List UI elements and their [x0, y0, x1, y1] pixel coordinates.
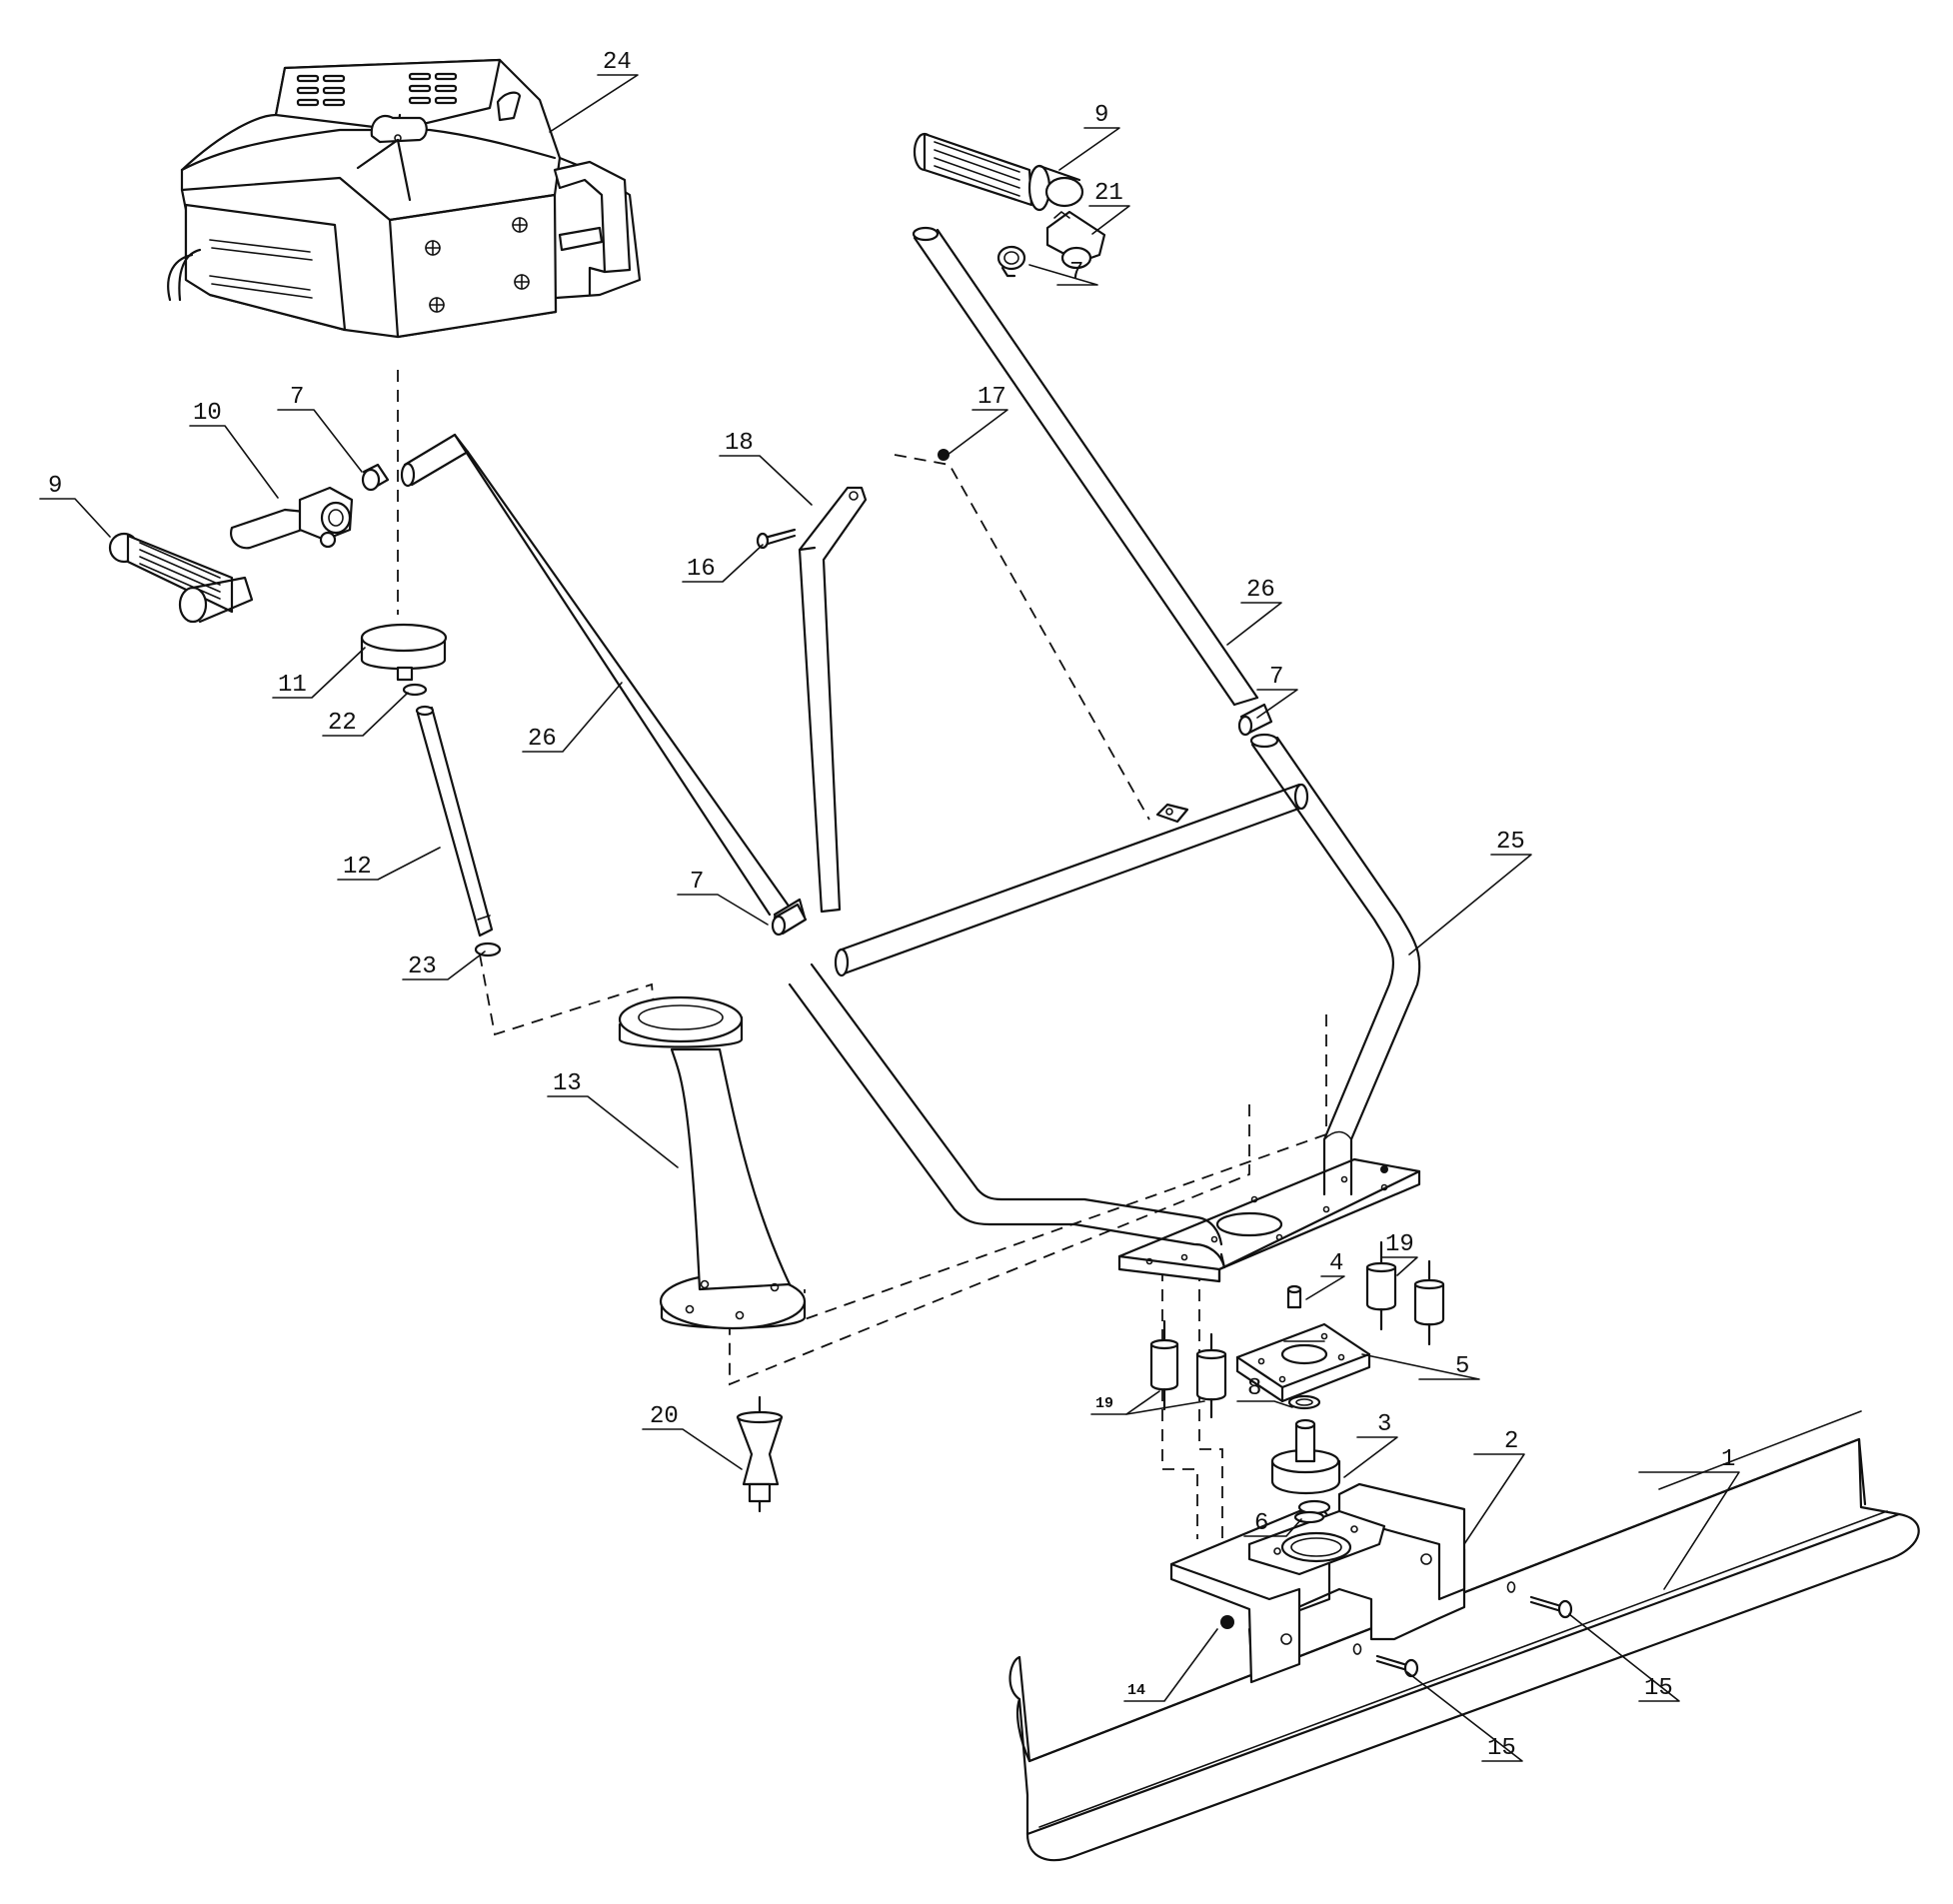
- throttle-lever: [230, 486, 354, 550]
- rubber-mounts: [1149, 1240, 1445, 1419]
- label-part-26-right: 26: [1246, 577, 1275, 604]
- engine-plate-screws: [425, 217, 530, 313]
- label-part-1: 1: [1721, 1446, 1735, 1473]
- label-part-19-left: 19: [1095, 1395, 1113, 1412]
- label-part-7-top: 7: [1069, 259, 1083, 286]
- rubber-mount-c: [1365, 1240, 1397, 1331]
- clamp-rings: [361, 245, 1273, 937]
- label-part-2: 2: [1504, 1428, 1518, 1455]
- screed-blade: [1008, 1410, 1920, 1862]
- small-fasteners: [1286, 1284, 1325, 1524]
- label-part-23: 23: [408, 953, 437, 980]
- label-part-7-mid: 7: [690, 869, 704, 896]
- eccentric-weight: [1270, 1418, 1341, 1515]
- assembly-dashed-lines: [397, 370, 1327, 1539]
- support-strut: [756, 449, 950, 914]
- label-part-4: 4: [1329, 1250, 1343, 1277]
- label-part-8: 8: [1247, 1375, 1261, 1402]
- right-grip: [913, 132, 1084, 212]
- label-part-13: 13: [553, 1070, 582, 1097]
- label-part-19-right: 19: [1385, 1231, 1414, 1258]
- label-part-11: 11: [278, 672, 307, 699]
- knob-and-shaft: [360, 623, 502, 957]
- engine-top-vents: [296, 72, 458, 107]
- left-upper-tube: [400, 433, 790, 917]
- label-part-3: 3: [1377, 1411, 1391, 1438]
- label-part-10: 10: [193, 400, 222, 427]
- label-part-26-left: 26: [528, 726, 557, 753]
- label-part-20: 20: [650, 1403, 679, 1430]
- right-upper-tube: [912, 226, 1259, 707]
- vibration-plate: [1235, 1322, 1371, 1403]
- rubber-mount-b: [1195, 1332, 1227, 1419]
- label-part-7-right: 7: [1269, 664, 1283, 691]
- label-part-22: 22: [328, 710, 357, 737]
- left-grip: [108, 532, 254, 624]
- label-part-14: 14: [1127, 1682, 1145, 1699]
- label-part-16: 16: [687, 556, 716, 583]
- label-part-25: 25: [1496, 829, 1525, 856]
- label-part-5: 5: [1455, 1353, 1469, 1380]
- rubber-mount-d: [1413, 1259, 1445, 1346]
- label-part-12: 12: [343, 854, 372, 881]
- label-part-9-left: 9: [48, 473, 62, 500]
- label-part-9-right: 9: [1094, 102, 1108, 129]
- label-part-7-left: 7: [290, 384, 304, 411]
- part-number-labels: 1 2 3 4 5 6 7 7 7 7 8 9 9 10 11 12 13 14…: [48, 49, 1735, 1762]
- mount-bracket: [1169, 1482, 1466, 1684]
- gearbox-housing: [618, 995, 807, 1330]
- leader-lines: [39, 74, 1740, 1762]
- handle-frame: [773, 733, 1421, 1269]
- base-plate: [1117, 1157, 1421, 1283]
- label-part-6: 6: [1254, 1510, 1268, 1537]
- rubber-mount-a: [1149, 1319, 1179, 1411]
- label-part-18: 18: [725, 430, 754, 457]
- kill-switch: [1045, 210, 1106, 270]
- label-part-21: 21: [1094, 180, 1123, 207]
- label-part-17: 17: [977, 384, 1006, 411]
- label-part-15-left: 15: [1487, 1735, 1516, 1762]
- label-part-15-right: 15: [1644, 1675, 1673, 1702]
- engine: [167, 58, 642, 339]
- label-part-24: 24: [603, 49, 632, 76]
- mount-spool: [736, 1395, 784, 1513]
